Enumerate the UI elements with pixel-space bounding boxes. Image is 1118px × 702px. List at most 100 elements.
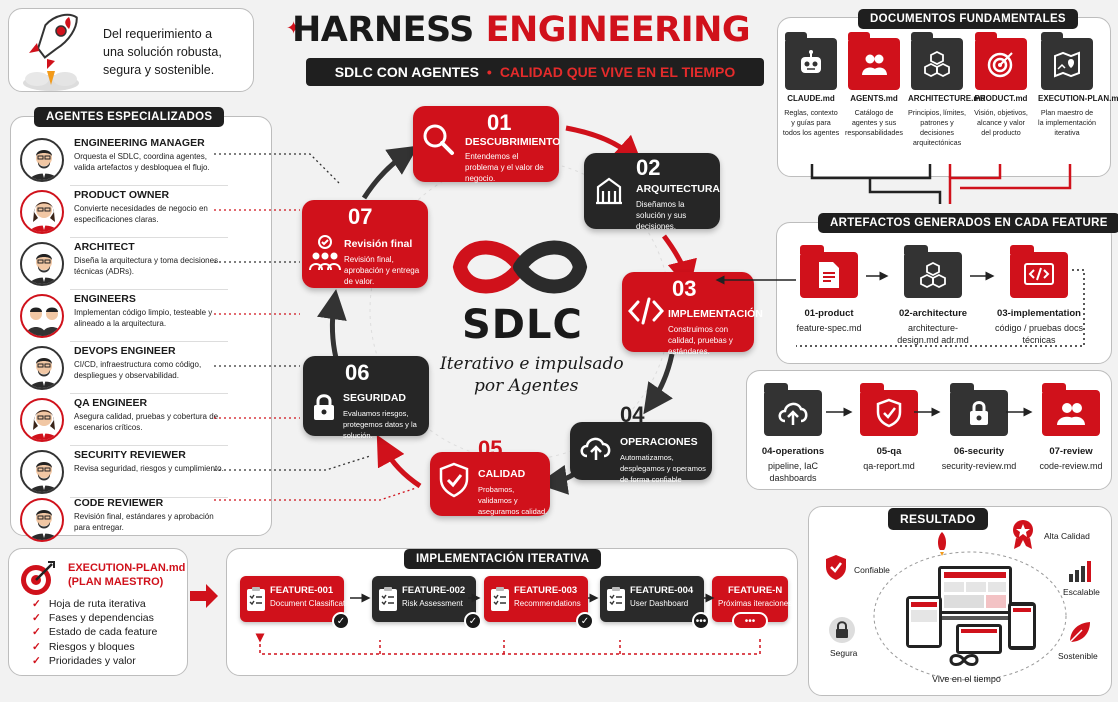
agent-name: ARCHITECT xyxy=(74,241,135,253)
step-04-operations[interactable]: OPERACIONES Automatizamos, desplegamos y… xyxy=(570,422,712,484)
result-sustainable-label: Sostenible xyxy=(1058,651,1098,661)
plan-item-label: Riesgos y bloques xyxy=(48,640,135,653)
document-icon xyxy=(800,245,858,298)
result-reliable-label: Confiable xyxy=(854,565,890,575)
doc-desc: Catálogo de agentes y sus responsabilida… xyxy=(845,108,903,137)
result-quality-label: Alta Calidad xyxy=(1044,531,1090,541)
result-orbit xyxy=(873,551,1067,681)
step-05-quality[interactable]: CALIDAD Probamos, validamos y aseguramos… xyxy=(430,452,550,516)
check-icon: ✓ xyxy=(32,626,41,639)
feature-id: FEATURE-001 xyxy=(270,585,334,596)
sdlc-subtitle-2: por Agentes xyxy=(474,376,579,396)
agent-desc: Convierte necesidades de negocio en espe… xyxy=(74,204,208,224)
check-icon: ✓ xyxy=(32,612,41,625)
plan-item-label: Prioridades y valor xyxy=(48,654,136,667)
step-06-security[interactable]: 06 SEGURIDAD Evaluamos riesgos, protegem… xyxy=(303,356,429,440)
target-icon xyxy=(21,561,55,595)
check-icon: ✓ xyxy=(32,640,41,653)
step-title: OPERACIONES xyxy=(620,436,698,448)
step-03-implementation[interactable]: 03 IMPLEMENTACIÓN Construimos con calida… xyxy=(622,272,763,356)
result-heading: RESULTADO xyxy=(888,508,988,530)
sdlc-title: SDLC xyxy=(462,302,583,348)
plan-item-label: Estado de cada feature xyxy=(48,626,158,639)
artifact-name: 04-operations xyxy=(761,446,825,457)
done-check-badge: ✓ xyxy=(464,612,482,630)
step-05-number: 05 xyxy=(478,436,503,461)
agent-name: ENGINEERING MANAGER xyxy=(74,137,205,149)
step-title: Revisión final xyxy=(344,238,413,250)
devices-icon xyxy=(906,566,1036,654)
tagline-text: Del requerimiento a una solución robusta… xyxy=(103,27,222,77)
infinity-small-icon xyxy=(949,654,979,666)
step-number: 06 xyxy=(345,360,370,385)
agent-avatar xyxy=(20,450,64,494)
checklist-icon xyxy=(490,586,510,617)
plan-list-item: ✓Prioridades y valor xyxy=(32,654,157,668)
step-title: CALIDAD xyxy=(478,468,526,480)
agent-avatar xyxy=(20,294,64,338)
step-02-architecture[interactable]: 02 ARQUITECTURA Diseñamos la solución y … xyxy=(584,153,720,231)
agent-divider xyxy=(70,445,228,446)
agent-avatar xyxy=(20,190,64,234)
doc-desc: Visión, objetivos, alcance y valor del p… xyxy=(974,108,1028,137)
plan-list-item: ✓Fases y dependencias xyxy=(32,611,157,625)
agent-connectors xyxy=(214,153,417,501)
agent-divider xyxy=(70,289,228,290)
plan-list-item: ✓ Estado de cada feature xyxy=(32,625,157,639)
subtitle-left: SDLC CON AGENTES xyxy=(334,64,479,80)
lock-icon xyxy=(950,383,1008,436)
docs-heading: DOCUMENTOS FUNDAMENTALES xyxy=(858,9,1078,29)
feature-id: FEATURE-002 xyxy=(402,585,466,596)
step-07-final-review[interactable]: 07 Revisión final Revisión final, aproba… xyxy=(302,200,428,288)
agent-avatar xyxy=(20,498,64,542)
agent-divider xyxy=(70,341,228,342)
rocket-small-icon xyxy=(938,532,946,556)
agents-heading: AGENTES ESPECIALIZADOS xyxy=(34,107,225,127)
title-red: ENGINEERING xyxy=(485,10,751,50)
plan-title-1: EXECUTION-PLAN.md xyxy=(68,562,186,574)
cubes-icon xyxy=(904,245,962,298)
reliable-shield-icon xyxy=(826,555,846,580)
agent-desc: Asegura calidad, pruebas y cobertura de … xyxy=(74,412,219,432)
people-icon xyxy=(848,32,900,90)
check-icon: ✓ xyxy=(32,598,41,610)
step-01-discovery[interactable]: 01 DESCUBRIMIENTO Entendemos el problema… xyxy=(413,106,560,183)
sustainable-leaf-icon xyxy=(1069,622,1090,643)
lock-icon xyxy=(314,394,334,420)
feature-id: FEATURE-004 xyxy=(630,585,694,596)
checklist-icon xyxy=(378,586,398,617)
sdlc-subtitle-1: Iterativo e impulsado xyxy=(440,354,624,374)
step-desc: Evaluamos riesgos, protegemos datos y la… xyxy=(343,409,417,440)
cloud-upload-icon xyxy=(580,437,611,460)
doc-name: EXECUTION-PLAN.md xyxy=(1038,94,1118,103)
feature-name: Próximas iteraciones xyxy=(718,599,793,608)
team-check-icon xyxy=(309,235,341,271)
in-progress-badge: ••• xyxy=(692,612,710,630)
doc-desc: Principios, límites, patrones y decision… xyxy=(908,108,966,147)
